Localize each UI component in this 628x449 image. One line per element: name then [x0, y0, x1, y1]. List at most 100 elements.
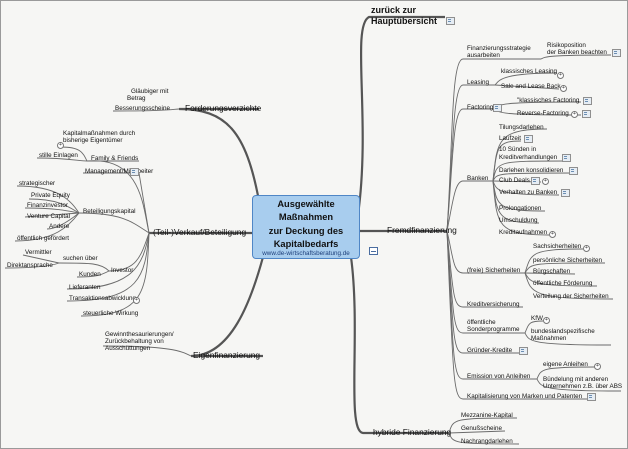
- email-icon[interactable]: [369, 247, 378, 255]
- node-ausschuettungen: Ausschüttungen: [105, 345, 151, 352]
- note-icon[interactable]: [582, 110, 591, 118]
- node-hybride-finanzierung[interactable]: hybride Finanzierung: [373, 427, 452, 437]
- node-umschuldung: Umschuldung: [499, 217, 538, 224]
- note-icon[interactable]: [531, 177, 540, 185]
- node-darlehen-konsolidieren: Darlehen konsolidieren: [499, 167, 564, 174]
- node-kunden: Kunden: [79, 271, 101, 278]
- node-leasing: Leasing: [467, 79, 490, 86]
- node-mezzanine-kapital: Mezzanine-Kapital: [461, 412, 513, 419]
- node-glaeubiger: Gläubiger mit: [131, 88, 169, 95]
- back-to-overview-line2[interactable]: Hauptübersicht: [371, 16, 438, 26]
- node-suchen-ueber: suchen über: [63, 255, 98, 262]
- node-zurueckbehaltung: Zurückbehaltung von: [105, 338, 164, 345]
- node-oeffentliche-foerderung: öffentliche Förderung: [533, 280, 593, 287]
- node-gruender-kredite: Gründer-Kredite: [467, 347, 513, 354]
- central-title-line4: Kapitalbedarfs: [273, 239, 339, 250]
- node-kapitalisierung: Kapitalisierung von Marken und Patenten: [467, 393, 583, 400]
- node-nachrangdarlehen: Nachrangdarlehen: [461, 438, 513, 445]
- central-title-line1: Ausgewählte: [277, 199, 335, 209]
- note-icon[interactable]: [587, 393, 596, 401]
- node-sonderprogramme-1: öffentliche: [467, 319, 496, 326]
- node-risikoposition-2: der Banken beachten: [547, 49, 607, 56]
- node-family-friends: Family & Friends: [91, 155, 139, 162]
- node-andere: Andere: [49, 223, 70, 230]
- node-klassisches-factoring: "klassisches Factoring: [517, 97, 580, 104]
- node-verhalten-zu-banken: Verhalten zu Banken: [499, 189, 558, 196]
- node-bundesland-1: bundeslandspezifische: [531, 328, 595, 335]
- note-icon[interactable]: [562, 154, 571, 162]
- central-topic: Ausgewählte Maßnahmen zur Deckung des Ka…: [252, 195, 360, 259]
- node-kreditaufnahmen: Kreditaufnahmen: [499, 229, 547, 236]
- node-direktansprache: Direktansprache: [7, 262, 53, 269]
- node-zehn-suenden-2: Kreditverhandlungen: [499, 154, 558, 161]
- expand-icon[interactable]: +: [57, 142, 64, 149]
- node-stille-einlagen: stille Einlagen: [39, 152, 78, 159]
- node-betrag: Betrag: [127, 95, 146, 102]
- node-buendelung-2: Unternehmen z.B. über ABS: [543, 383, 623, 390]
- node-buergschaften: Bürgschaften: [533, 268, 571, 275]
- expand-icon[interactable]: +: [543, 317, 550, 324]
- note-icon[interactable]: [524, 135, 533, 143]
- node-factoring: Factoring: [467, 104, 494, 111]
- node-steuerliche-wirkung: steuerliche Wirkung: [83, 310, 139, 317]
- expand-icon[interactable]: +: [583, 245, 590, 252]
- node-venture-capital: Venture Capital: [27, 213, 71, 220]
- node-sachsicherheiten: Sachsicherheiten: [533, 243, 582, 250]
- node-banken: Banken: [467, 175, 489, 182]
- node-kapitalmassnahmen-2: bisherige Eigentümer: [63, 137, 123, 144]
- node-fremdfinanzierung[interactable]: Fremdfinanzierung: [387, 225, 457, 235]
- node-private-equity: Private Equity: [31, 192, 70, 199]
- expand-icon[interactable]: +: [560, 85, 567, 92]
- node-eigenfinanzierung[interactable]: Eigenfinanzierung: [193, 350, 261, 360]
- central-url-link[interactable]: www.de-wirtschaftsberatung.de: [262, 249, 350, 257]
- node-klassisches-leasing: klassisches Leasing: [501, 68, 558, 75]
- node-sonderprogramme-2: Sonderprogramme: [467, 326, 520, 333]
- node-sale-and-lease-back: Sale and Lease Back: [501, 83, 561, 90]
- node-kfw: KfW: [531, 315, 543, 322]
- back-to-overview-line1[interactable]: zurück zur: [371, 5, 417, 15]
- expand-icon[interactable]: +: [557, 72, 564, 79]
- note-icon[interactable]: [446, 17, 455, 25]
- node-reverse-factoring: Reverse-Factoring: [517, 110, 569, 117]
- note-icon[interactable]: [130, 168, 139, 176]
- node-investor: Investor: [111, 267, 134, 274]
- expand-icon[interactable]: +: [133, 297, 140, 304]
- node-prolongationen: Prolongationen: [499, 205, 542, 212]
- node-vermittler: Vermittler: [25, 249, 52, 256]
- node-strategischer: strategischer: [19, 180, 56, 187]
- node-buendelung-1: Bündelung mit anderen: [543, 376, 609, 383]
- node-eigene-anleihen: eigene Anleihen: [543, 361, 588, 368]
- node-kapitalmassnahmen-1: Kapitalmaßnahmen durch: [63, 130, 136, 137]
- note-icon[interactable]: [583, 97, 592, 105]
- note-icon[interactable]: [561, 189, 570, 197]
- central-title-line2: Maßnahmen: [278, 212, 334, 223]
- node-beteiligungskapital: Beteiligungskapital: [83, 208, 136, 215]
- expand-icon[interactable]: +: [594, 363, 601, 370]
- node-gewinnthesaurierungen: Gewinnthesaurierungen/: [105, 331, 174, 338]
- node-management-mitarbeiter: Management/Mitarbeiter: [85, 168, 154, 175]
- node-club-deals: Club Deals: [499, 177, 530, 184]
- node-verkauf-beteiligung[interactable]: (Teil-)Verkauf/Beteiligung: [153, 227, 247, 237]
- node-bundesland-2: Maßnahmen: [531, 335, 567, 342]
- node-freie-sicherheiten: (freie) Sicherheiten: [467, 267, 521, 274]
- node-oeffentlich-gefoerdert: öffentlich gefördert: [17, 235, 70, 242]
- node-besserungsscheine: Besserungsscheine: [115, 105, 170, 112]
- expand-icon[interactable]: +: [571, 111, 578, 118]
- central-title-line3: zur Deckung des: [268, 225, 344, 236]
- expand-icon[interactable]: +: [542, 178, 549, 185]
- note-icon[interactable]: [612, 49, 621, 57]
- node-emission-anleihen: Emission von Anleihen: [467, 373, 531, 380]
- node-forderungsverzichte[interactable]: Forderungsverzichte: [185, 103, 262, 113]
- node-lieferanten: Lieferanten: [69, 284, 101, 291]
- node-tilungsdarlehen: Tilungsdarlehen: [499, 124, 544, 131]
- note-icon[interactable]: [493, 104, 502, 112]
- node-risikoposition-1: Risikoposition: [547, 42, 586, 49]
- node-zehn-suenden-1: 10 Sünden in: [499, 146, 537, 153]
- note-icon[interactable]: [519, 347, 528, 355]
- expand-icon[interactable]: +: [549, 231, 556, 238]
- node-laufzeit: Laufzeit: [499, 135, 522, 142]
- node-genussscheine: Genußscheine: [461, 425, 502, 432]
- note-icon[interactable]: [569, 167, 578, 175]
